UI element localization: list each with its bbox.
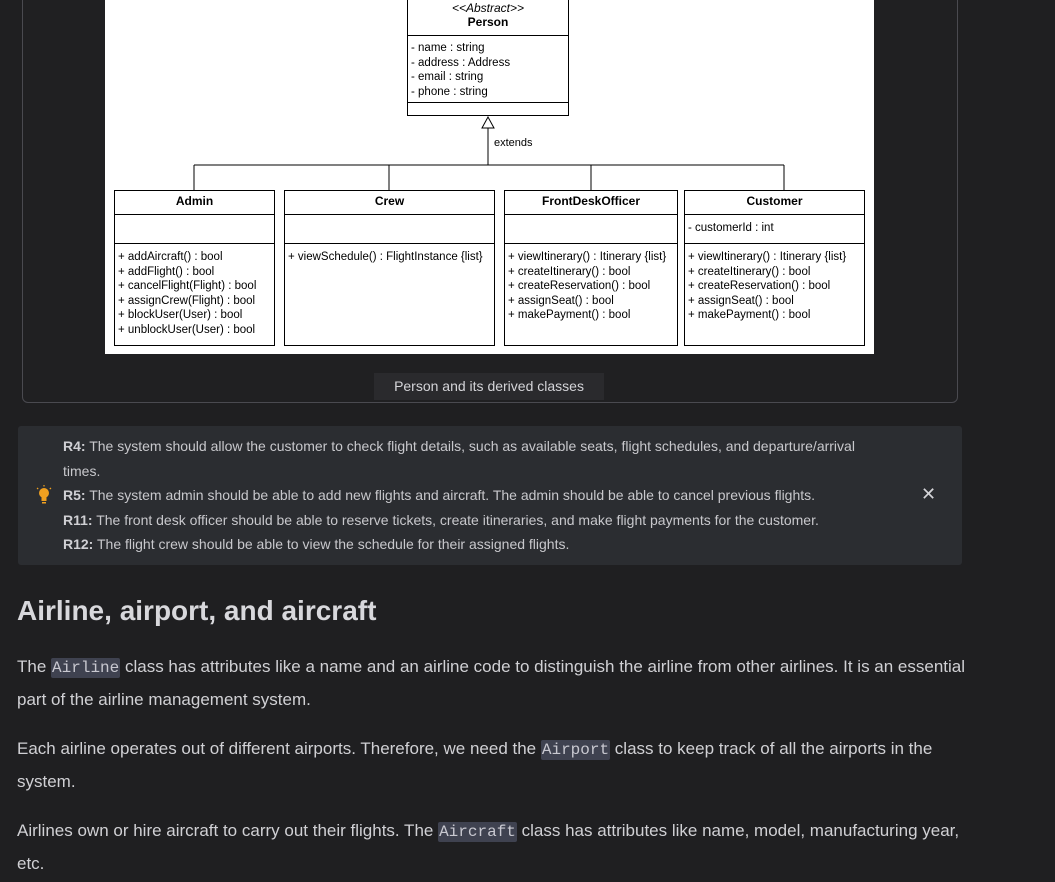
class-name: Customer xyxy=(746,194,803,208)
requirement-text: The system should allow the customer to … xyxy=(63,438,855,479)
paragraph-text: class has attributes like name, model, m… xyxy=(17,821,960,873)
attribute: - email : string xyxy=(411,71,484,83)
crew-attributes xyxy=(285,214,494,243)
frontdeskofficer-methods: + viewItinerary() : Itinerary {list} + c… xyxy=(505,243,677,325)
method: + createReservation() : bool xyxy=(688,280,831,292)
method: + viewItinerary() : Itinerary {list} xyxy=(508,251,667,263)
method: + assignSeat() : bool xyxy=(508,294,614,307)
crew-methods: + viewSchedule() : FlightInstance {list} xyxy=(285,243,494,267)
requirement-item: R11: The front desk officer should be ab… xyxy=(63,508,893,533)
class-name: FrontDeskOfficer xyxy=(541,194,641,208)
method: + viewItinerary() : Itinerary {list} xyxy=(688,251,847,263)
method: + createItinerary() : bool xyxy=(508,265,631,278)
paragraph-text: Airlines own or hire aircraft to carry o… xyxy=(17,821,439,840)
paragraph-text: class to keep track of all the airports … xyxy=(17,739,933,791)
attribute: - name : string xyxy=(411,42,485,54)
paragraph-text: The xyxy=(17,657,52,676)
requirement-id: R11: xyxy=(63,512,93,528)
close-icon[interactable]: ✕ xyxy=(921,484,937,504)
inheritance-arrowhead xyxy=(481,115,495,129)
paragraph: Airlines own or hire aircraft to carry o… xyxy=(17,815,977,880)
requirement-item: R4: The system should allow the customer… xyxy=(63,434,893,483)
method: + makePayment() : bool xyxy=(508,309,631,321)
customer-attributes: - customerId : int xyxy=(685,214,864,243)
inline-code: Airline xyxy=(51,658,121,678)
method: + createItinerary() : bool xyxy=(688,265,811,278)
method: + addAircraft() : bool xyxy=(118,251,223,263)
inline-code: Aircraft xyxy=(438,822,517,842)
admin-class: Admin + addAircraft() : bool + addFlight… xyxy=(114,190,275,346)
stereotype-label: <<Abstract>> xyxy=(451,1,525,15)
customer-class: Customer - customerId : int + viewItiner… xyxy=(684,190,865,346)
method: + makePayment() : bool xyxy=(688,309,811,321)
lightbulb-icon xyxy=(36,485,52,505)
person-class: <<Abstract>> Person - name : string - ad… xyxy=(407,0,569,116)
frontdeskofficer-attributes xyxy=(505,214,677,243)
requirement-id: R12: xyxy=(63,536,94,552)
method: + blockUser(User) : bool xyxy=(118,309,243,321)
method: + assignCrew(Flight) : bool xyxy=(118,294,256,307)
inline-code: Airport xyxy=(540,740,611,760)
requirement-text: The system admin should be able to add n… xyxy=(89,487,816,503)
inheritance-connectors xyxy=(193,115,785,190)
paragraph: The Airline class has attributes like a … xyxy=(17,651,977,716)
method: + addFlight() : bool xyxy=(118,265,215,278)
class-name: Crew xyxy=(374,194,405,208)
customer-methods: + viewItinerary() : Itinerary {list} + c… xyxy=(685,243,864,325)
attribute: - customerId : int xyxy=(688,222,774,234)
attribute: - phone : string xyxy=(411,85,488,98)
class-name: Person xyxy=(467,15,509,29)
paragraph-text: Each airline operates out of different a… xyxy=(17,739,541,758)
requirement-item: R12: The flight crew should be able to v… xyxy=(63,532,893,557)
extends-label: extends xyxy=(494,137,533,149)
frontdeskofficer-class: FrontDeskOfficer + viewItinerary() : Iti… xyxy=(504,190,678,346)
section-heading: Airline, airport, and aircraft xyxy=(17,595,377,626)
requirement-id: R4: xyxy=(63,438,86,454)
person-class-header: <<Abstract>> Person xyxy=(408,0,568,29)
attribute: - address : Address xyxy=(411,56,511,69)
method: + viewSchedule() : FlightInstance {list} xyxy=(288,251,483,263)
uml-diagram: <<Abstract>> Person - name : string - ad… xyxy=(105,0,874,354)
requirement-id: R5: xyxy=(63,487,86,503)
paragraph: Each airline operates out of different a… xyxy=(17,733,977,798)
crew-class: Crew + viewSchedule() : FlightInstance {… xyxy=(284,190,495,346)
figure-caption: Person and its derived classes xyxy=(374,373,604,400)
requirement-text: The front desk officer should be able to… xyxy=(96,512,819,528)
admin-attributes xyxy=(115,214,274,243)
admin-methods: + addAircraft() : bool + addFlight() : b… xyxy=(115,243,274,339)
requirements-callout: ✕ R4: The system should allow the custom… xyxy=(18,426,962,565)
method: + cancelFlight(Flight) : bool xyxy=(118,280,257,292)
requirement-text: The flight crew should be able to view t… xyxy=(97,536,570,552)
method: + assignSeat() : bool xyxy=(688,294,794,307)
method: + unblockUser(User) : bool xyxy=(118,323,256,336)
person-attributes: - name : string - address : Address - em… xyxy=(408,35,568,102)
class-name: Admin xyxy=(175,194,214,208)
paragraph-text: class has attributes like a name and an … xyxy=(17,657,966,709)
requirement-item: R5: The system admin should be able to a… xyxy=(63,483,893,508)
method: + createReservation() : bool xyxy=(508,280,651,292)
person-methods xyxy=(408,102,568,113)
